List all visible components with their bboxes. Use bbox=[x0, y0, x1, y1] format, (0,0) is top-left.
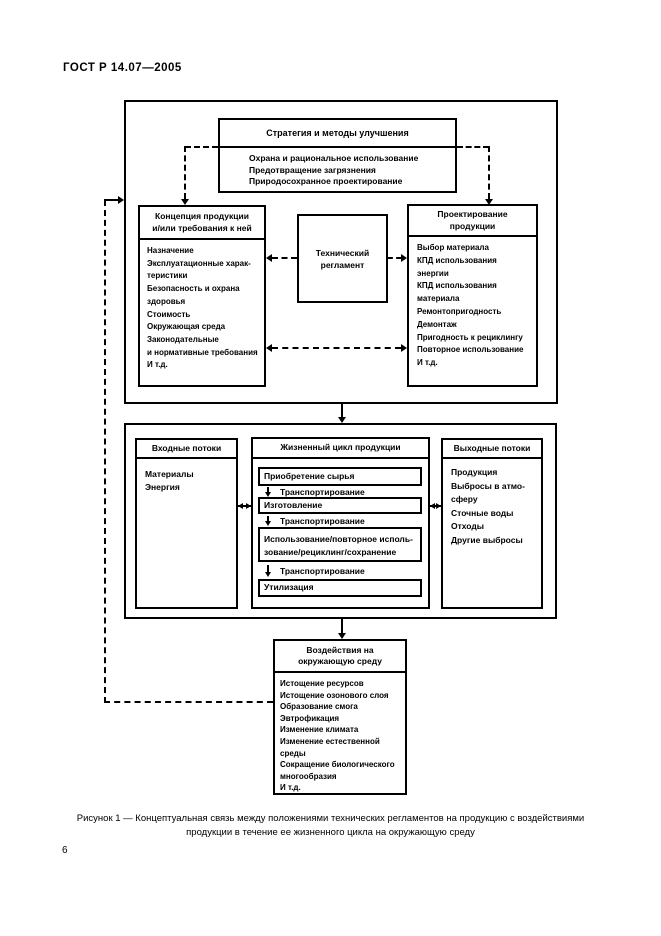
figure-caption: Рисунок 1 — Концептуальная связь между п… bbox=[76, 813, 585, 838]
transport-label-3: Транспортирование bbox=[280, 566, 365, 576]
transport-arrow-1-line bbox=[267, 487, 269, 493]
transport-label-2: Транспортирование bbox=[280, 516, 365, 526]
connector-upper-lower bbox=[341, 404, 343, 418]
design-title: Проектирование продукции bbox=[409, 206, 536, 237]
arrowhead-left-concept-design bbox=[266, 344, 272, 352]
arrowhead-right-lifecycle bbox=[246, 503, 251, 509]
tech-regulation-box: Технический регламент bbox=[297, 214, 388, 303]
concept-items: Назначение Эксплуатационные харак- терис… bbox=[147, 246, 258, 370]
transport-arrow-1-head bbox=[265, 492, 271, 497]
connector-techreg-concept bbox=[272, 257, 297, 259]
lifecycle-stage-use-reuse: Использование/повторное исполь- зование/… bbox=[258, 527, 422, 562]
lifecycle-stage-manufacturing: Изготовление bbox=[258, 497, 422, 514]
concept-title: Концепция продукции и/или требования к н… bbox=[140, 207, 264, 240]
lifecycle-title: Жизненный цикл продукции bbox=[253, 439, 428, 459]
input-flows-title: Входные потоки bbox=[137, 440, 236, 459]
transport-arrow-2-head bbox=[265, 521, 271, 526]
connector-concept-design bbox=[272, 347, 401, 349]
strategy-title: Стратегия и методы улучшения bbox=[266, 128, 409, 138]
arrowhead-right-at-design bbox=[401, 254, 407, 262]
connector-strategy-design-horizontal bbox=[457, 146, 489, 148]
arrowhead-left-input bbox=[238, 503, 243, 509]
arrowhead-left-lifecycle bbox=[430, 503, 435, 509]
transport-label-1: Транспортирование bbox=[280, 487, 365, 497]
arrowhead-right-feedback bbox=[118, 196, 124, 204]
connector-lifecycle-output bbox=[430, 505, 441, 507]
transport-arrow-3-line bbox=[267, 565, 269, 573]
arrowhead-down-to-impacts bbox=[338, 633, 346, 639]
feedback-arrow-line bbox=[104, 199, 118, 201]
strategy-items-box: Охрана и рациональное использование Пред… bbox=[218, 146, 457, 193]
connector-strategy-concept-vertical bbox=[184, 146, 186, 199]
connector-strategy-design-vertical bbox=[488, 146, 490, 199]
document-header: ГОСТ Р 14.07—2005 bbox=[63, 62, 182, 74]
strategy-title-box: Стратегия и методы улучшения bbox=[218, 118, 457, 148]
input-flows-items: Материалы Энергия bbox=[145, 469, 194, 492]
arrowhead-down-to-lower-section bbox=[338, 417, 346, 423]
output-flows-items: Продукция Выбросы в атмо- сферу Сточные … bbox=[451, 467, 525, 545]
design-items: Выбор материала КПД использования энерги… bbox=[417, 243, 524, 368]
page-number: 6 bbox=[62, 845, 68, 856]
transport-arrow-3-head bbox=[265, 572, 271, 577]
arrowhead-right-output bbox=[436, 503, 441, 509]
lifecycle-stage-acquisition: Приобретение сырья bbox=[258, 467, 422, 486]
connector-techreg-design bbox=[388, 257, 401, 259]
arrowhead-down-to-design bbox=[485, 199, 493, 205]
feedback-line-vertical bbox=[104, 200, 106, 703]
impacts-items: Истощение ресурсов Истощение озонового с… bbox=[280, 679, 395, 793]
connector-lower-impacts bbox=[341, 619, 343, 634]
arrowhead-left-at-concept bbox=[266, 254, 272, 262]
lifecycle-stage-disposal: Утилизация bbox=[258, 579, 422, 597]
arrowhead-right-concept-design bbox=[401, 344, 407, 352]
concept-box: Концепция продукции и/или требования к н… bbox=[138, 205, 266, 387]
output-flows-title: Выходные потоки bbox=[443, 440, 541, 459]
connector-strategy-concept-horizontal bbox=[185, 146, 218, 148]
connector-input-lifecycle bbox=[238, 505, 251, 507]
design-box: Проектирование продукции Выбор материала… bbox=[407, 204, 538, 387]
arrowhead-down-to-concept bbox=[181, 199, 189, 205]
input-flows-box: Входные потоки Материалы Энергия bbox=[135, 438, 238, 609]
impacts-box: Воздействия на окружающую среду Истощени… bbox=[273, 639, 407, 795]
feedback-line-horizontal bbox=[104, 701, 273, 703]
transport-arrow-2-line bbox=[267, 516, 269, 522]
output-flows-box: Выходные потоки Продукция Выбросы в атмо… bbox=[441, 438, 543, 609]
impacts-title: Воздействия на окружающую среду bbox=[275, 641, 405, 673]
